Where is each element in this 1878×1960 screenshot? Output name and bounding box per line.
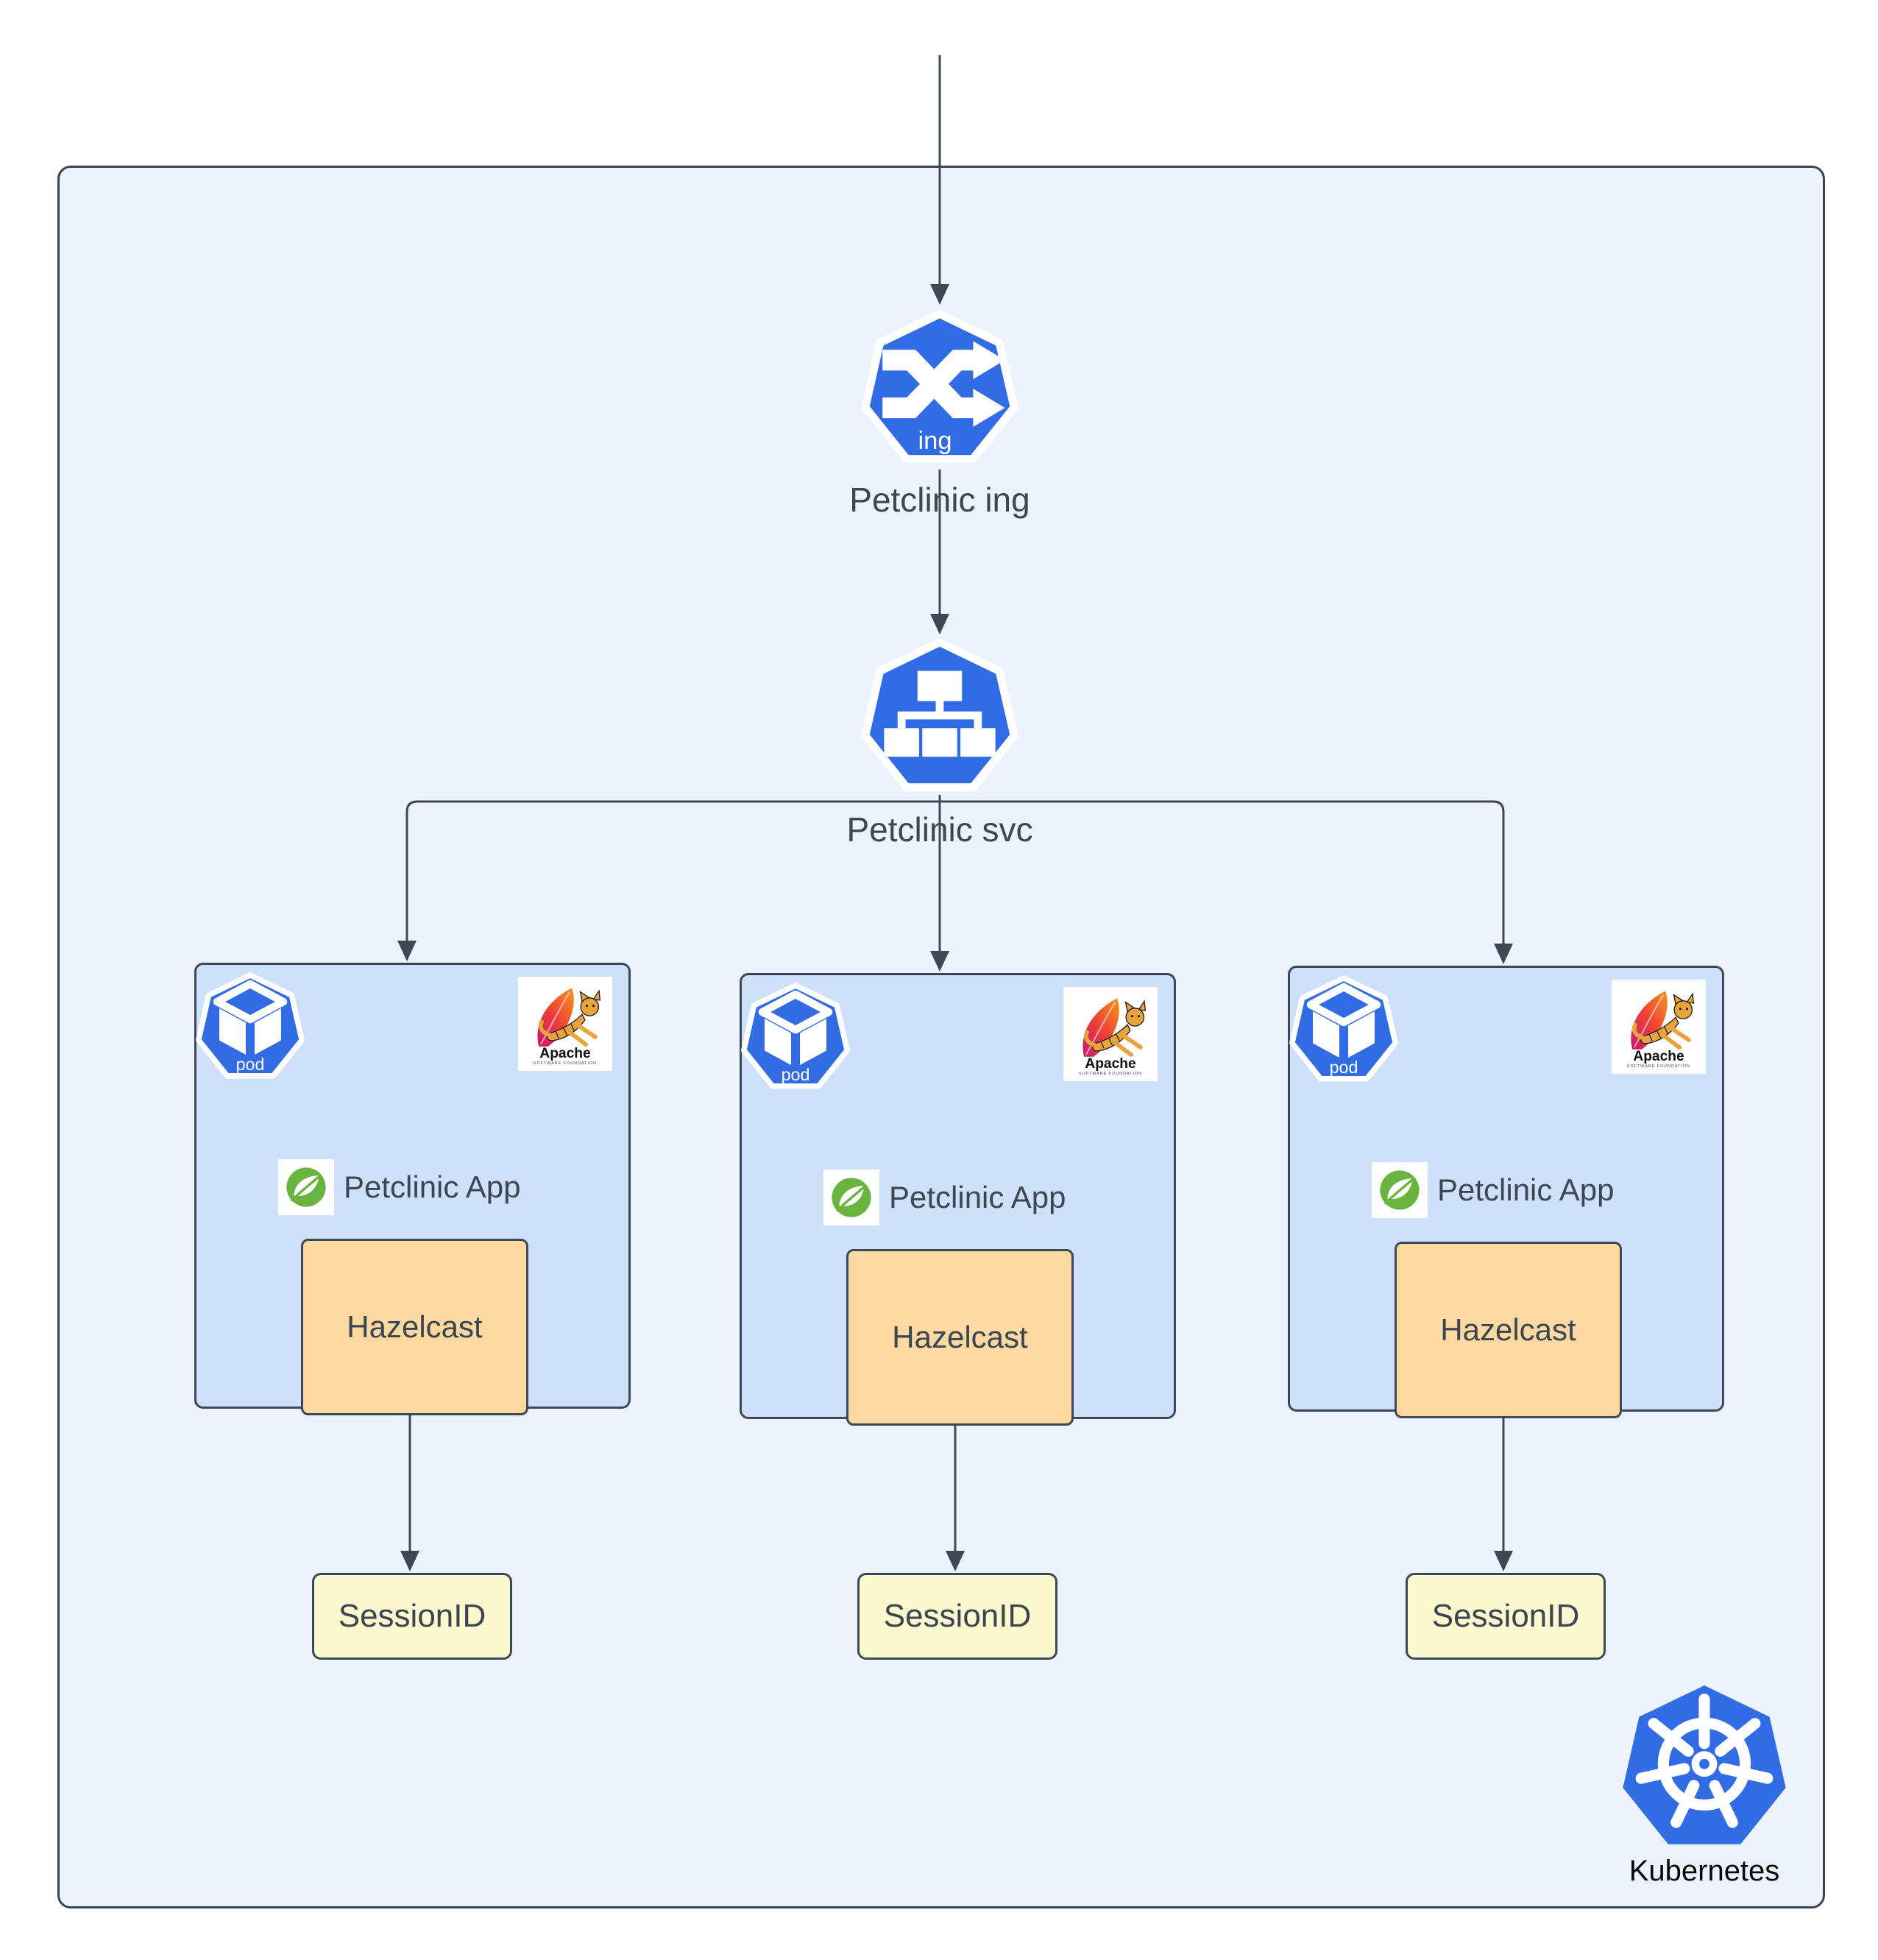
apache-wordmark: Apache — [1085, 1056, 1136, 1072]
session-box: SessionID — [1406, 1573, 1606, 1660]
apache-wordmark: Apache — [539, 1046, 591, 1061]
app-label: Petclinic App — [344, 1170, 521, 1204]
apache-tomcat-logo: Apache SOFTWARE FOUNDATION — [1612, 980, 1706, 1074]
hazelcast-box: Hazelcast — [1395, 1242, 1622, 1418]
session-label: SessionID — [883, 1598, 1032, 1634]
apache-tomcat-logo: Apache SOFTWARE FOUNDATION — [1063, 987, 1158, 1081]
pod-badge: pod — [1330, 1058, 1358, 1077]
ingress-badge: ing — [918, 427, 952, 455]
spring-logo — [278, 1159, 334, 1215]
hazelcast-box: Hazelcast — [846, 1249, 1074, 1426]
session-label: SessionID — [338, 1598, 486, 1634]
kubernetes-logo-icon — [1623, 1685, 1786, 1844]
hazelcast-label: Hazelcast — [892, 1320, 1028, 1354]
app-label: Petclinic App — [889, 1180, 1066, 1214]
session-box: SessionID — [857, 1573, 1057, 1660]
apache-subtitle: SOFTWARE FOUNDATION — [534, 1061, 597, 1066]
pod-box: pod Apache SOFTWARE FOUNDATION — [1288, 966, 1724, 1418]
spring-logo — [823, 1170, 879, 1225]
apache-subtitle: SOFTWARE FOUNDATION — [1627, 1064, 1690, 1069]
ingress-label: Petclinic ing — [849, 481, 1030, 519]
apache-subtitle: SOFTWARE FOUNDATION — [1079, 1072, 1142, 1076]
session-label: SessionID — [1431, 1598, 1580, 1634]
app-label: Petclinic App — [1437, 1172, 1615, 1207]
pod-box: pod Apache SOFTWARE FOUNDATION — [740, 973, 1176, 1426]
pod-badge: pod — [236, 1055, 265, 1074]
pod-box: pod Apache SOFTWARE FOUNDATION — [194, 963, 631, 1415]
apache-tomcat-logo: Apache SOFTWARE FOUNDATION — [518, 977, 612, 1071]
spring-logo — [1372, 1162, 1428, 1218]
pod-icon: pod — [741, 983, 850, 1089]
service-icon — [861, 638, 1018, 792]
hazelcast-label: Hazelcast — [347, 1309, 483, 1344]
session-box: SessionID — [312, 1573, 512, 1660]
hazelcast-box: Hazelcast — [301, 1239, 528, 1415]
pod-icon: pod — [1289, 975, 1398, 1082]
service-label: Petclinic svc — [846, 810, 1033, 849]
kubernetes-label: Kubernetes — [1629, 1855, 1780, 1887]
pod-icon: pod — [196, 972, 305, 1079]
ingress-icon: ing — [861, 310, 1018, 464]
pod-badge: pod — [782, 1065, 810, 1084]
hazelcast-label: Hazelcast — [1440, 1312, 1576, 1347]
apache-wordmark: Apache — [1633, 1049, 1684, 1064]
